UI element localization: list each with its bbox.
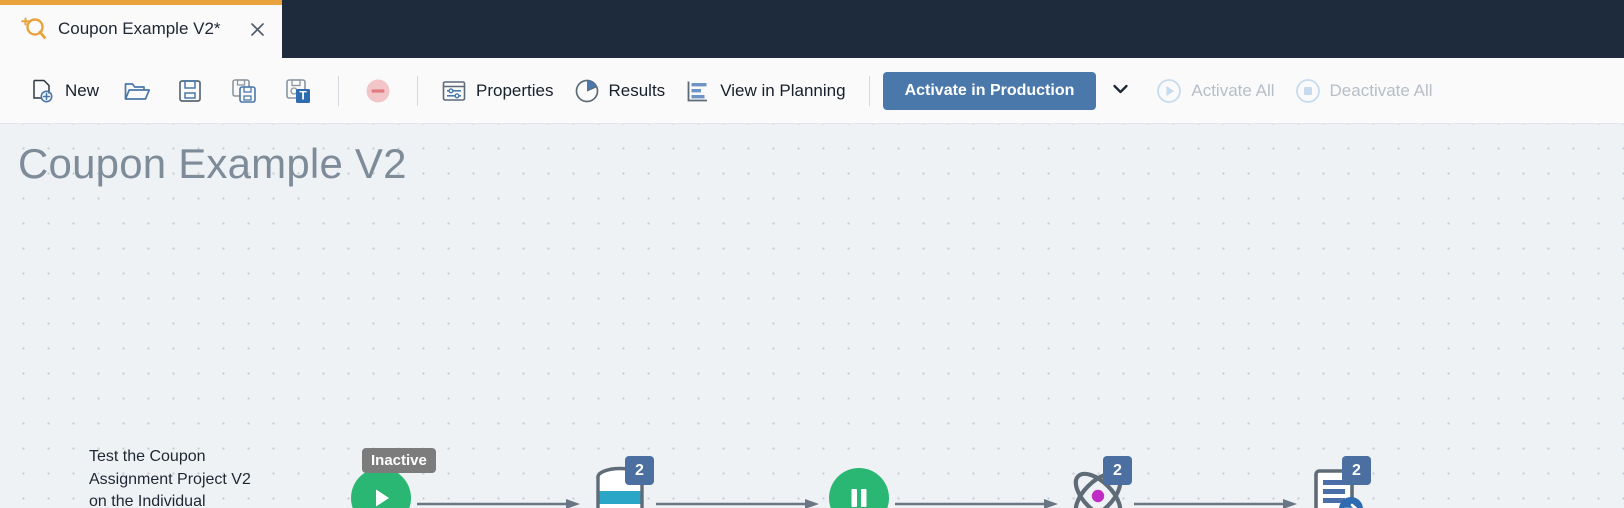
node-glyph-individual: Inactive [345, 448, 436, 508]
toolbar-divider-1 [338, 75, 340, 106]
save-icon [176, 77, 204, 105]
deactivate-all-button[interactable]: Deactivate All [1285, 72, 1443, 110]
save-as-text-icon: T [284, 77, 312, 105]
view-in-planning-button-label: View in Planning [720, 80, 846, 100]
deactivate-all-label: Deactivate All [1329, 80, 1433, 100]
pipeline-node-individual[interactable]: Inactive Individual Completed [281, 448, 481, 508]
toolbar-divider-2 [417, 75, 419, 106]
node-count-badge: 2 [1342, 456, 1371, 485]
pause-circle-green-icon [829, 468, 889, 508]
activate-all-button[interactable]: Activate All [1146, 72, 1284, 110]
new-document-icon [28, 77, 56, 105]
pipeline-canvas[interactable]: Coupon Example V2 Test the Coupon Assign… [0, 124, 1624, 508]
open-folder-icon [122, 77, 151, 105]
play-circle-green-icon [351, 468, 411, 508]
status-badge-inactive: Inactive [362, 448, 436, 473]
activate-in-production-button[interactable]: Activate in Production [882, 71, 1097, 110]
activate-options-dropdown[interactable] [1102, 72, 1138, 110]
pipeline-node-export-coupons-ind-v2[interactable]: 2 Export Coupons Ind V2 Completed [1237, 456, 1437, 508]
pipeline-node-wait-for-event[interactable]: Wait for Event Completed [759, 462, 959, 508]
properties-button-label: Properties [476, 80, 554, 100]
tab-title: Coupon Example V2* [58, 19, 221, 38]
toolbar-divider-3 [868, 75, 870, 106]
deactivate-button[interactable] [352, 72, 404, 110]
properties-button[interactable]: Properties [431, 72, 563, 110]
connector-individual-to-individual-city [417, 499, 580, 508]
page-title: Coupon Example V2 [18, 140, 407, 187]
save-all-icon [230, 77, 258, 105]
connector-individual-city-to-wait-for-event [656, 499, 819, 508]
save-button[interactable] [163, 71, 217, 111]
pipeline-flow: Inactive Individual Completed 2 Individu… [0, 124, 1624, 508]
results-button-label: Results [608, 80, 666, 100]
properties-icon [441, 78, 467, 104]
gantt-chart-icon [685, 78, 711, 104]
close-icon[interactable] [246, 18, 268, 40]
save-all-button[interactable] [217, 71, 271, 111]
stop-circle-icon [1295, 78, 1321, 104]
open-button[interactable] [109, 71, 163, 111]
pipeline-node-coupon-assignment-v2[interactable]: 2 Coupon Assignment V2 Completed [998, 456, 1198, 508]
connector-wait-for-event-to-coupon-assignment [895, 499, 1058, 508]
node-glyph-coupon-assignment: 2 [1062, 456, 1134, 508]
chevron-down-icon [1112, 82, 1129, 100]
new-button-label: New [65, 80, 100, 100]
results-button[interactable]: Results [564, 72, 676, 110]
node-glyph-individual-city: 2 [584, 456, 656, 508]
pipeline-description: Test the Coupon Assignment Project V2 on… [89, 448, 251, 508]
main-toolbar: New [0, 58, 1624, 124]
minus-circle-icon [365, 78, 391, 104]
window-title-bar: Coupon Example V2* [0, 0, 1624, 58]
node-glyph-export-coupons: 2 [1301, 456, 1373, 508]
connector-coupon-assignment-to-export [1134, 499, 1297, 508]
svg-text:T: T [299, 88, 307, 102]
node-count-badge: 2 [1103, 456, 1132, 485]
node-glyph-wait-for-event [823, 462, 895, 508]
view-in-planning-button[interactable]: View in Planning [675, 72, 855, 110]
editor-tab-coupon-example-v2[interactable]: Coupon Example V2* [0, 0, 282, 58]
play-circle-icon [1156, 78, 1182, 104]
node-count-badge: 2 [625, 456, 654, 485]
activate-all-label: Activate All [1191, 80, 1275, 100]
new-button[interactable]: New [18, 71, 109, 111]
coupon-app-logo-icon [18, 14, 48, 44]
save-as-button[interactable]: T [271, 71, 325, 111]
pie-chart-icon [574, 78, 600, 104]
pipeline-node-individual-city[interactable]: 2 Individual City Completed [520, 456, 720, 508]
